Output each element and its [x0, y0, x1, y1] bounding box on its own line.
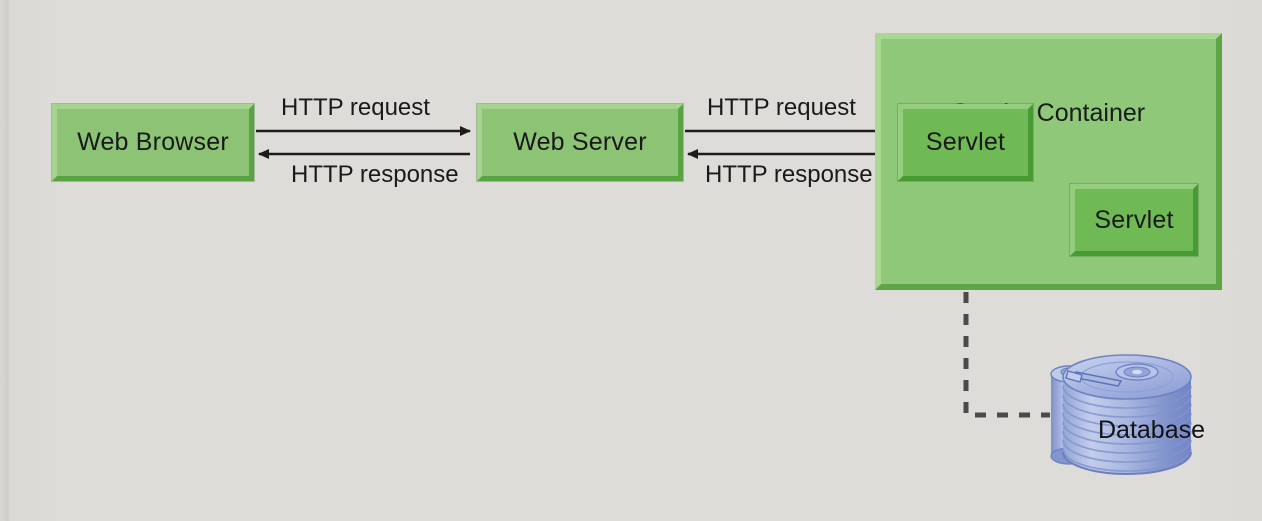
node-servlet-one[interactable]: Servlet — [898, 104, 1033, 181]
node-servlet-one-label: Servlet — [925, 128, 1006, 156]
edge-label-server-servlet-request: HTTP request — [707, 94, 856, 121]
database-top-platter — [1062, 354, 1192, 400]
node-web-server-label: Web Server — [513, 128, 647, 156]
edge-label-server-browser-response: HTTP response — [291, 161, 459, 188]
edge-label-browser-server-request: HTTP request — [281, 94, 430, 121]
database-label: Database — [1098, 416, 1206, 444]
database-head-arm — [1065, 370, 1123, 387]
edge-label-servlet-server-response: HTTP response — [705, 161, 873, 188]
node-web-server[interactable]: Web Server — [477, 104, 683, 181]
database-actuator-motor — [1050, 365, 1088, 465]
node-servlet-two[interactable]: Servlet — [1070, 184, 1198, 256]
node-web-browser-label: Web Browser — [77, 128, 229, 156]
node-servlet-two-label: Servlet — [1094, 205, 1174, 234]
node-web-browser[interactable]: Web Browser — [52, 104, 254, 181]
